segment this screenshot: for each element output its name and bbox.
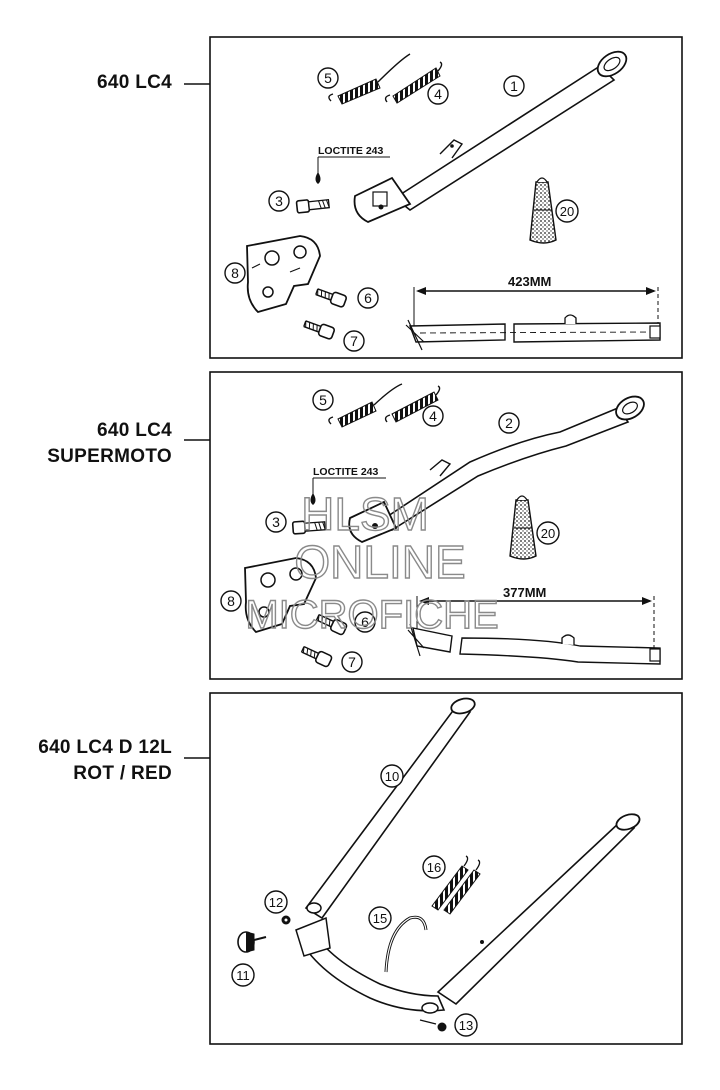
svg-text:7: 7 — [350, 333, 358, 349]
panel-3-title-line-2: ROT / RED — [73, 763, 172, 784]
spring-part-5 — [328, 53, 411, 105]
panel-1: LOCTITE 243 — [209, 36, 683, 359]
svg-text:20: 20 — [560, 204, 574, 219]
spring-hook-part-15 — [384, 915, 428, 973]
callout-4: 4 — [422, 405, 444, 427]
callout-7: 7 — [341, 651, 363, 673]
callout-20: 20 — [536, 521, 560, 545]
spring-part-4 — [384, 385, 441, 423]
callout-1: 1 — [503, 75, 525, 97]
panel-2: LOCTITE 243 377MM — [209, 371, 683, 680]
svg-text:8: 8 — [231, 265, 239, 281]
callout-8: 8 — [220, 590, 242, 612]
svg-text:6: 6 — [361, 614, 369, 630]
bolt-part-7 — [301, 317, 336, 341]
callout-3: 3 — [268, 190, 290, 212]
watermark-line-1: HLSM — [301, 488, 429, 540]
callout-16: 16 — [422, 855, 446, 879]
watermark: HLSM ONLINE MICROFICHE — [245, 487, 500, 637]
callout-6: 6 — [357, 287, 379, 309]
spring-part-16 — [431, 855, 481, 915]
callout-13: 13 — [454, 1013, 478, 1037]
callout-11: 11 — [231, 963, 255, 987]
svg-text:5: 5 — [324, 70, 332, 86]
callout-12: 12 — [264, 890, 288, 914]
svg-text:4: 4 — [434, 86, 442, 102]
dimension-423: 423MM — [405, 274, 661, 351]
watermark-line-3: MICROFICHE — [245, 593, 498, 637]
svg-text:6: 6 — [364, 290, 372, 306]
svg-text:7: 7 — [348, 654, 356, 670]
callout-10: 10 — [380, 764, 404, 788]
callout-6: 6 — [354, 611, 376, 633]
svg-text:13: 13 — [459, 1018, 473, 1033]
loctite-drop-icon — [315, 172, 321, 184]
panel-2-title-line-1: 640 LC4 — [97, 420, 172, 441]
nut-part-13 — [437, 1022, 447, 1032]
svg-text:4: 4 — [429, 408, 437, 424]
spring-part-5 — [328, 383, 403, 428]
bolt-part-6 — [313, 285, 348, 309]
svg-text:8: 8 — [227, 593, 235, 609]
spring-part-4 — [384, 61, 443, 104]
dimension-377: 377MM — [407, 585, 661, 665]
bracket-part-8 — [246, 235, 321, 314]
svg-text:15: 15 — [373, 911, 387, 926]
callout-15: 15 — [368, 906, 392, 930]
svg-text:3: 3 — [275, 193, 283, 209]
svg-text:12: 12 — [269, 895, 283, 910]
callout-7: 7 — [343, 330, 365, 352]
loctite-label: LOCTITE 243 — [313, 466, 379, 478]
svg-text:1: 1 — [510, 78, 518, 94]
callout-4: 4 — [427, 83, 449, 105]
svg-text:11: 11 — [236, 968, 250, 983]
panel-1-title: 640 LC4 — [97, 70, 172, 96]
bracket-part-8 — [244, 557, 317, 634]
callout-20: 20 — [555, 199, 579, 223]
callout-5: 5 — [317, 67, 339, 89]
dimension-377-label: 377MM — [503, 585, 546, 600]
rubber-stop-part-11 — [237, 931, 267, 953]
watermark-line-2: ONLINE — [294, 536, 465, 588]
panel-2-frame — [209, 371, 683, 680]
bolt-part-3 — [291, 520, 326, 535]
grease-tube-part-20 — [529, 177, 557, 244]
panel-3: 10 16 12 15 11 13 — [209, 692, 683, 1045]
side-stand-part-1 — [353, 50, 628, 223]
svg-text:20: 20 — [541, 526, 555, 541]
panel-3-title: 640 LC4 D 12L ROT / RED — [38, 735, 172, 787]
svg-text:3: 3 — [272, 514, 280, 530]
side-stand-part-2 — [348, 395, 645, 543]
callout-5: 5 — [312, 389, 334, 411]
panel-1-title-line-1: 640 LC4 — [97, 72, 172, 93]
callout-8: 8 — [224, 262, 246, 284]
dimension-423-label: 423MM — [508, 274, 551, 289]
callout-2: 2 — [498, 412, 520, 434]
panel-3-frame — [209, 692, 683, 1045]
center-stand-part-10 — [295, 697, 641, 1025]
svg-text:10: 10 — [385, 769, 399, 784]
loctite-drop-icon — [310, 493, 316, 505]
bolt-part-7 — [299, 643, 334, 669]
grease-tube-part-20 — [509, 495, 537, 560]
svg-text:5: 5 — [319, 392, 327, 408]
loctite-label: LOCTITE 243 — [318, 145, 384, 157]
svg-text:16: 16 — [427, 860, 441, 875]
panel-3-title-line-1: 640 LC4 D 12L — [38, 737, 172, 758]
panel-1-frame — [209, 36, 683, 359]
panel-2-title: 640 LC4 SUPERMOTO — [47, 418, 172, 470]
callout-3: 3 — [265, 511, 287, 533]
panel-2-title-line-2: SUPERMOTO — [47, 446, 172, 467]
svg-text:2: 2 — [505, 415, 513, 431]
bolt-part-3 — [295, 198, 330, 214]
